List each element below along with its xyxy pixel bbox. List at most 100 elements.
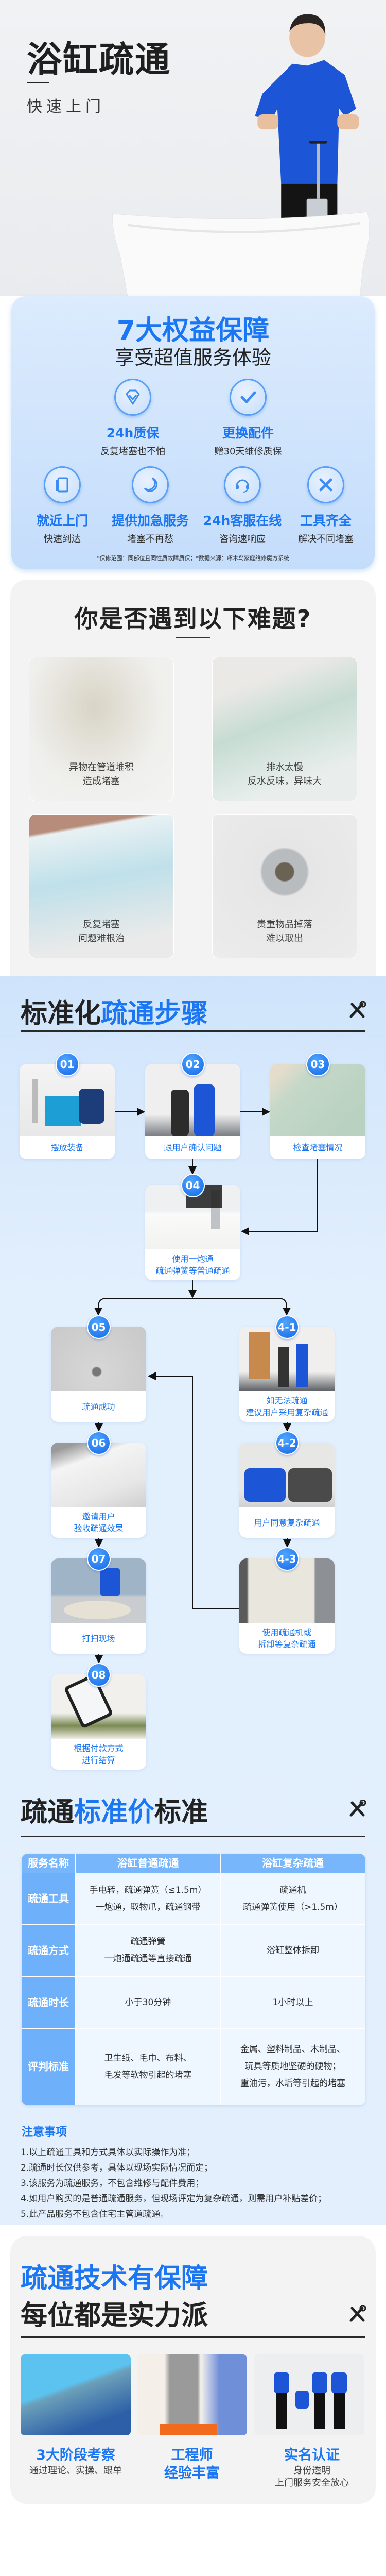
problem-caption: 排水太慢 反水反味，异味大 [248, 762, 322, 787]
benefit-desc: 解决不同堵塞 [298, 534, 354, 545]
benefit-desc: 反复堵塞也不怕 [100, 446, 165, 457]
slow-drain-photo [213, 657, 357, 801]
headset-icon [224, 466, 261, 503]
problem-caption: 贵重物品掉落 难以取出 [257, 919, 312, 944]
benefit-item: 提供加急服务 堵塞不再愁 [107, 466, 194, 545]
benefit-title: 更换配件 [222, 426, 274, 440]
step-badge: 03 [306, 1053, 330, 1076]
step-badge: 4-1 [275, 1315, 299, 1339]
payment-photo [51, 1674, 146, 1739]
row-header: 疏通时长 [22, 1977, 76, 2029]
door-icon [44, 466, 81, 503]
team-photo [254, 2354, 364, 2435]
hero-title: 浴缸疏通 [27, 40, 171, 80]
step-label: 使用一炮通 疏通弹簧等普通疏通 [155, 1254, 230, 1276]
step-badge: 02 [181, 1053, 205, 1076]
step-badge: 04 [181, 1174, 205, 1197]
drain-photo [213, 815, 357, 958]
step-label: 疏通成功 [82, 1401, 115, 1412]
problem-caption: 异物在管道堆积 造成堵塞 [69, 762, 134, 787]
step-badge: 4-2 [275, 1431, 299, 1455]
dirty-tub-photo [29, 657, 173, 801]
benefit-desc: 咨询速响应 [219, 534, 266, 545]
pricing-divider [21, 1836, 365, 1837]
benefit-item: 更换配件 赠30天维修质保 [204, 379, 292, 457]
team-item-title: 实名认证 [284, 2447, 340, 2463]
note-item: 4.如用户购买的是普通疏通服务，但现场评定为复杂疏通，则需用户补贴差价； [21, 2194, 327, 2204]
table-header: 服务名称 [22, 1854, 76, 1873]
problem-card: 排水太慢 反水反味，异味大 [212, 657, 357, 801]
clogged-tub-photo [29, 815, 173, 958]
note-item: 1.以上疏通工具和方式具体以实际操作为准； [21, 2147, 196, 2158]
step-label: 检查堵塞情况 [293, 1143, 343, 1153]
title-highlight: 标准价 [74, 1797, 155, 1828]
step-label: 摆放装备 [50, 1143, 84, 1153]
step-label: 根据付款方式 进行结算 [74, 1743, 124, 1765]
team-item-title: 3大阶段考察 [36, 2447, 115, 2463]
problems-divider [176, 637, 210, 638]
training-photo [21, 2354, 131, 2435]
title-part: 标准化 [21, 998, 101, 1029]
benefit-item: 24h质保 反复堵塞也不怕 [89, 379, 177, 457]
team-divider [21, 2336, 365, 2338]
step-badge: 07 [86, 1547, 111, 1571]
step-label: 邀请用户 验收疏通效果 [74, 1512, 124, 1533]
tools-icon [349, 1800, 366, 1817]
hero-divider [27, 82, 49, 83]
problem-card: 异物在管道堆积 造成堵塞 [29, 657, 174, 801]
check-icon [230, 379, 267, 416]
tools-icon [349, 1001, 366, 1018]
step-card-02: 跟用户确认问题 02 [145, 1053, 240, 1159]
step-badge: 05 [86, 1315, 111, 1339]
benefit-title: 就近上门 [36, 513, 88, 528]
team-item-title: 经验丰富 [164, 2465, 220, 2481]
title-highlight: 疏通步骤 [101, 998, 208, 1029]
benefit-desc: 赠30天维修质保 [214, 446, 282, 457]
step-badge: 08 [86, 1663, 111, 1687]
step-card-07: 打扫现场 07 [51, 1547, 146, 1654]
process-divider [21, 1030, 365, 1032]
step-label: 跟用户确认问题 [164, 1143, 222, 1153]
row-header: 疏通方式 [22, 1925, 76, 1977]
benefit-item: 就近上门 快速到达 [19, 466, 106, 545]
title-part: 标准 [154, 1797, 208, 1828]
note-item: 5.此产品服务不包含住宅主管道疏通。 [21, 2209, 169, 2219]
pricing-table: 服务名称 浴缸普通疏通 浴缸复杂疏通 疏通工具 手电转，疏通弹簧（≤1.5m） … [22, 1854, 365, 2105]
step-label: 使用疏通机或 拆卸等复杂疏通 [258, 1628, 316, 1649]
step-card-06: 邀请用户 验收疏通效果 06 [51, 1431, 146, 1538]
table-cell: 疏通弹簧 一炮通疏通等直接疏通 [76, 1925, 221, 1977]
benefits-subtitle: 享受超值服务体验 [114, 346, 271, 369]
team-item-desc: 身份透明 上门服务安全放心 [275, 2465, 349, 2488]
row-header: 评判标准 [22, 2029, 76, 2105]
team-item-desc: 通过理论、实操、跟单 [29, 2465, 122, 2476]
table-cell: 金属、塑料制品、木制品、 玩具等质地坚硬的硬物； 重油污，水垢等引起的堵塞 [221, 2029, 365, 2105]
team-title: 疏通技术有保障 [21, 2263, 208, 2294]
hero-banner: 浴缸疏通 快速上门 [0, 0, 386, 296]
table-cell: 1小时以上 [221, 1977, 365, 2029]
step-card-08: 根据付款方式 进行结算 08 [51, 1663, 146, 1770]
row-header: 疏通工具 [22, 1873, 76, 1925]
step-label: 用户同意复杂疏通 [254, 1517, 320, 1528]
table-header: 浴缸复杂疏通 [221, 1854, 365, 1873]
benefit-desc: 快速到达 [44, 534, 81, 545]
process-title: 标准化疏通步骤 [21, 992, 208, 1030]
moon-icon [132, 466, 169, 503]
benefits-card [11, 296, 375, 569]
problem-card: 反复堵塞 问题难根治 [29, 814, 174, 958]
benefits-title: 7大权益保障 [116, 315, 270, 346]
note-item: 2.疏通时长仅供参考，具体以现场实际情况而定； [21, 2163, 213, 2173]
tools-icon [307, 466, 344, 503]
step-badge: 01 [55, 1053, 79, 1076]
technician-photo [112, 14, 370, 296]
step-label: 打扫现场 [82, 1633, 115, 1643]
benefit-title: 工具齐全 [300, 513, 352, 528]
pricing-title: 疏通标准价标准 [21, 1790, 208, 1829]
benefit-title: 24h质保 [106, 426, 160, 440]
step-card-03: 检查堵塞情况 03 [270, 1053, 365, 1159]
diamond-icon [114, 379, 151, 416]
team-item-title: 工程师 [171, 2447, 213, 2463]
handshake-photo [137, 2354, 247, 2435]
table-cell: 浴缸整体拆卸 [221, 1925, 365, 1977]
step-card-05: 疏通成功 05 [51, 1315, 146, 1422]
benefit-item: 24h客服在线 咨询速响应 [199, 466, 286, 545]
